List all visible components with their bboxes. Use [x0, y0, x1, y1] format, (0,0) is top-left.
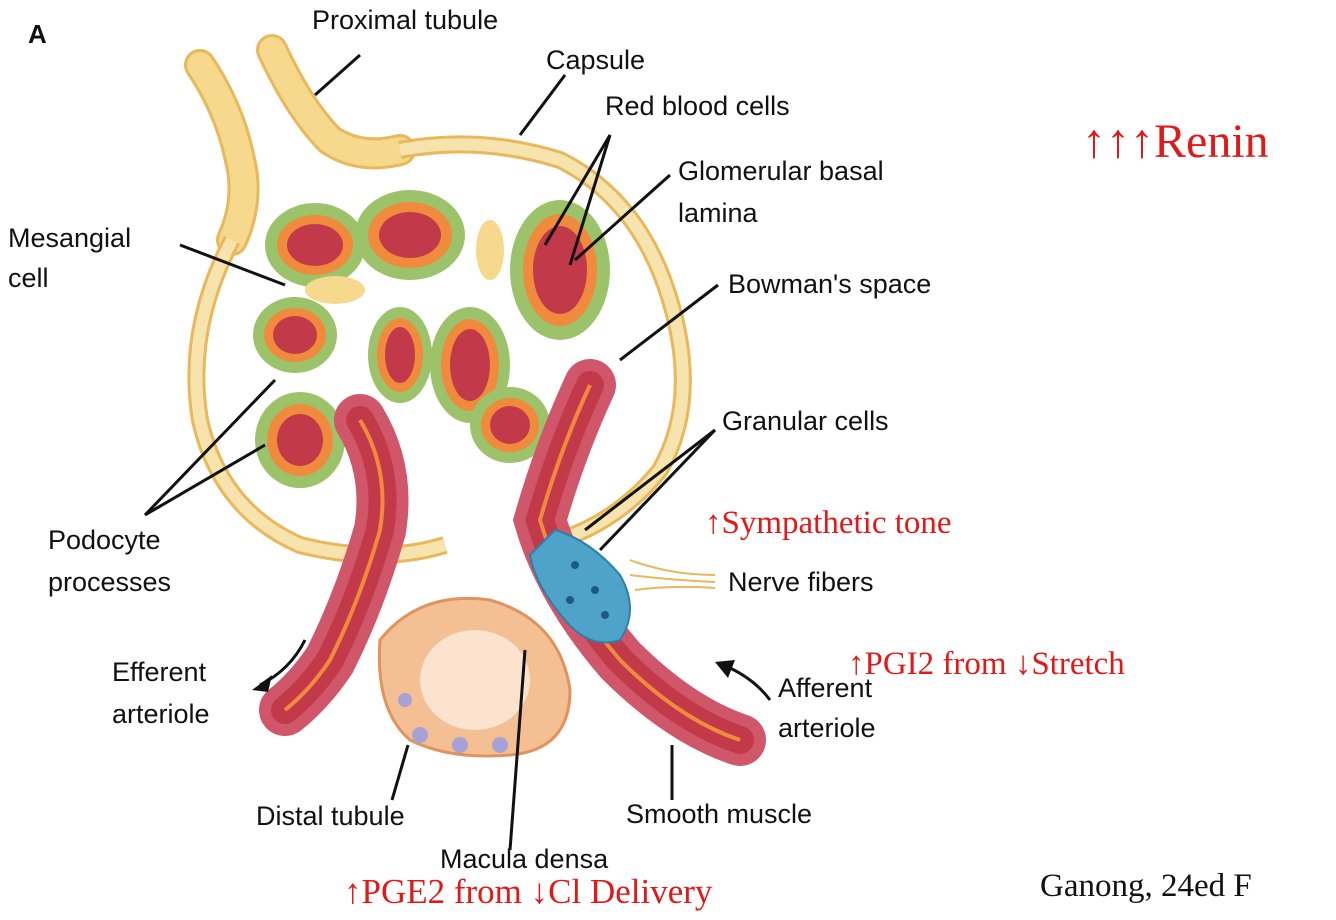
- label-capsule: Capsule: [546, 44, 645, 76]
- capillary-loop: [355, 190, 465, 280]
- label-glomerular-basal-lamina: Glomerular basal: [678, 155, 884, 187]
- label-macula-densa: Macula densa: [440, 843, 608, 875]
- annotation-pge2: ↑PGE2 from ↓Cl Delivery: [344, 874, 712, 909]
- mesangial-cell: [476, 220, 504, 280]
- label-red-blood-cells: Red blood cells: [605, 90, 790, 122]
- distal-tubule: [379, 598, 570, 756]
- afferent-flow-arrow: [730, 668, 770, 700]
- granular-cells: [530, 530, 630, 643]
- label-mesangial-cell-cont: cell: [8, 262, 49, 294]
- label-glomerular-basal-lamina-cont: lamina: [678, 197, 758, 229]
- capillary-loop: [368, 307, 432, 403]
- label-distal-tubule: Distal tubule: [256, 800, 405, 832]
- annotation-sympathetic: ↑Sympathetic tone: [705, 507, 952, 540]
- capillary-loop: [265, 203, 365, 287]
- mesangial-cell: [305, 276, 365, 304]
- label-granular-cells: Granular cells: [722, 405, 889, 437]
- citation: Ganong, 24ed F: [1040, 868, 1252, 905]
- annotation-pgi2: ↑PGI2 from ↓Stretch: [848, 648, 1125, 681]
- capillary-loop: [253, 297, 337, 373]
- label-bowmans-space: Bowman's space: [728, 268, 931, 300]
- annotation-renin: ↑↑↑Renin: [1082, 118, 1269, 166]
- label-podocyte-processes-cont: processes: [48, 566, 171, 598]
- panel-letter: A: [28, 18, 47, 50]
- label-podocyte-processes: Podocyte: [48, 524, 161, 556]
- label-efferent-arteriole: Efferent: [112, 656, 206, 688]
- label-proximal-tubule: Proximal tubule: [312, 4, 498, 36]
- label-nerve-fibers: Nerve fibers: [728, 566, 874, 598]
- label-mesangial-cell: Mesangial: [8, 222, 131, 254]
- label-smooth-muscle: Smooth muscle: [626, 798, 812, 830]
- efferent-arrow-head: [252, 675, 272, 692]
- nerve-fibers: [630, 560, 715, 590]
- label-efferent-arteriole-cont: arteriole: [112, 698, 210, 730]
- capillary-loop: [255, 392, 345, 488]
- label-afferent-arteriole-cont: arteriole: [778, 712, 876, 744]
